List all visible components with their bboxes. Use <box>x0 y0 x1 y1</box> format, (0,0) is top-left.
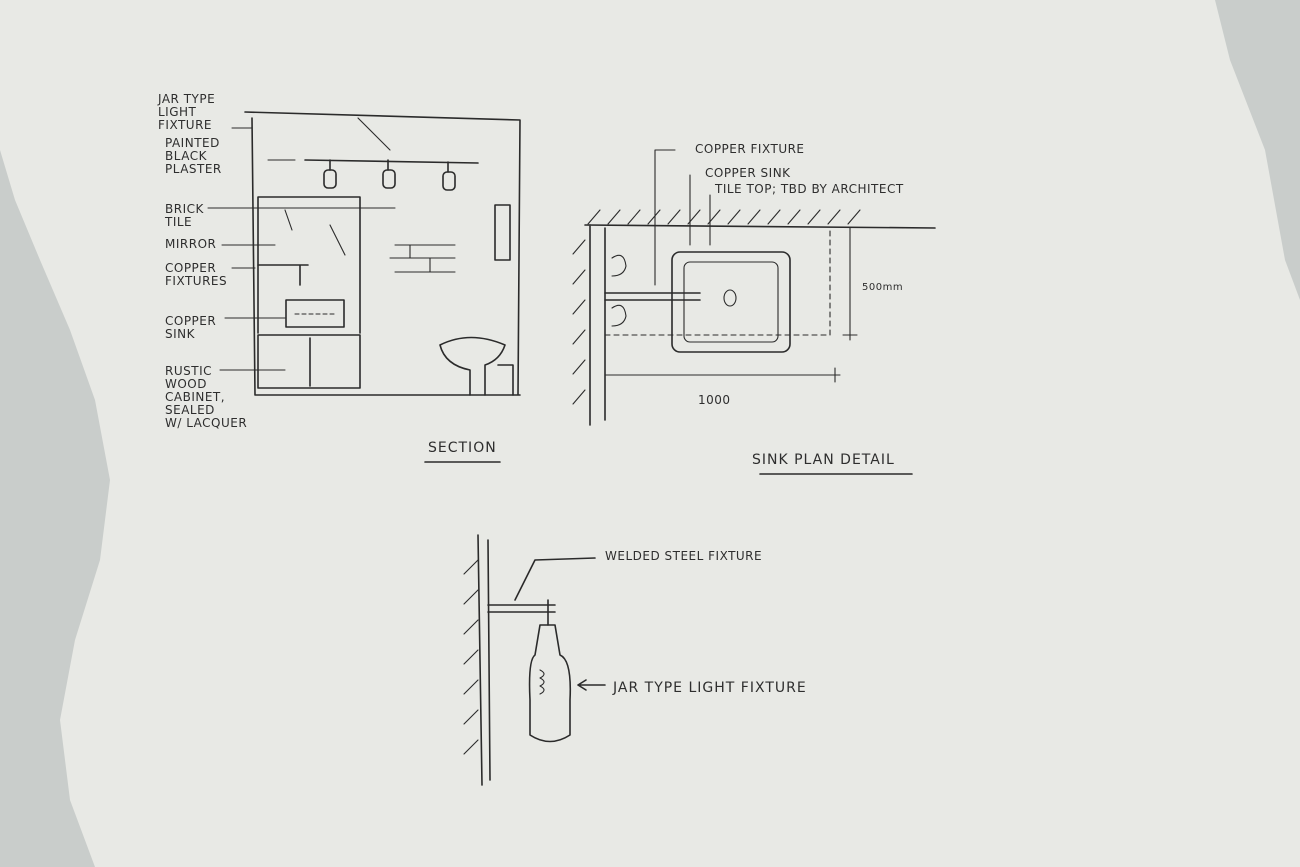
section-label-line: TILE <box>164 215 192 229</box>
sink-dim-width: 1000 <box>698 393 731 407</box>
sink-label-copper-sink: COPPER SINK <box>705 166 791 180</box>
fixture-label-jar-light: JAR TYPE LIGHT FIXTURE <box>612 680 807 696</box>
section-title: SECTION <box>428 440 497 456</box>
section-label-line: SEALED <box>165 403 215 417</box>
section-label-line: PLASTER <box>165 162 222 176</box>
section-label-line: BLACK <box>165 149 208 163</box>
sink-dim-depth: 500mm <box>862 282 903 293</box>
section-label-line: W/ LACQUER <box>165 416 247 430</box>
section-label-line: CABINET, <box>165 390 225 404</box>
section-label-line: JAR TYPE <box>157 92 215 106</box>
section-label-line: RUSTIC <box>165 364 212 378</box>
section-label-line: WOOD <box>165 377 207 391</box>
section-label-line: SINK <box>165 327 196 341</box>
section-label-line: PAINTED <box>165 136 220 150</box>
section-label-line: COPPER <box>165 314 216 328</box>
section-label-line: BRICK <box>165 202 204 216</box>
section-label-line: FIXTURE <box>158 118 212 132</box>
fixture-label-welded-steel: WELDED STEEL FIXTURE <box>605 549 762 563</box>
section-label-line: COPPER <box>165 261 216 275</box>
section-label-line: MIRROR <box>165 237 216 251</box>
section-drawing <box>244 111 521 396</box>
section-label-line: FIXTURES <box>165 274 227 288</box>
section-label-line: LIGHT <box>158 105 197 119</box>
sink-label-tile-top: TILE TOP; TBD BY ARCHITECT <box>714 182 904 196</box>
sink-label-copper-fixture: COPPER FIXTURE <box>695 142 805 156</box>
sink-plan-drawing <box>572 149 936 426</box>
sink-plan-title: SINK PLAN DETAIL <box>752 452 895 468</box>
fixture-detail-drawing <box>463 534 606 786</box>
section-leader-lines <box>207 117 396 371</box>
